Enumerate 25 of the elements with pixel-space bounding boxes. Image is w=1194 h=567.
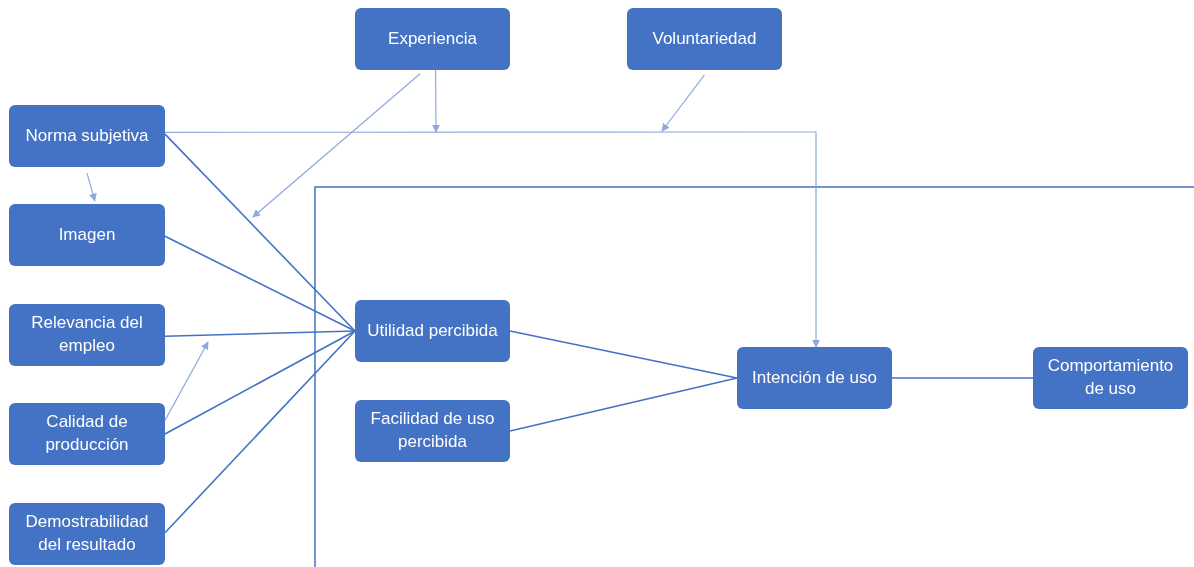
connector-line — [164, 330, 356, 338]
arrow — [86, 172, 97, 202]
arrow — [164, 131, 821, 348]
concept-box: Experiencia — [355, 8, 510, 70]
concept-box: Comportamiento de uso — [1033, 347, 1188, 409]
arrow — [661, 74, 706, 132]
connector-line — [164, 330, 356, 534]
concept-box: Imagen — [9, 204, 165, 266]
connector-line — [164, 133, 356, 332]
concept-box: Intención de uso — [737, 347, 892, 409]
arrow — [164, 341, 209, 421]
concept-box: Calidad de producción — [9, 403, 165, 465]
connector-line — [164, 330, 356, 435]
arrow — [252, 73, 421, 218]
connector-line — [509, 330, 738, 379]
concept-box: Demostrabilidad del resultado — [9, 503, 165, 565]
concept-box: Voluntariedad — [627, 8, 782, 70]
concept-box: Norma subjetiva — [9, 105, 165, 167]
concept-box: Facilidad de uso percibida — [355, 400, 510, 462]
connector-line — [891, 377, 1034, 379]
connector-line — [164, 235, 356, 332]
arrow — [431, 69, 440, 133]
concept-box: Utilidad percibida — [355, 300, 510, 362]
concept-box: Relevancia del empleo — [9, 304, 165, 366]
connector-line — [509, 377, 738, 432]
